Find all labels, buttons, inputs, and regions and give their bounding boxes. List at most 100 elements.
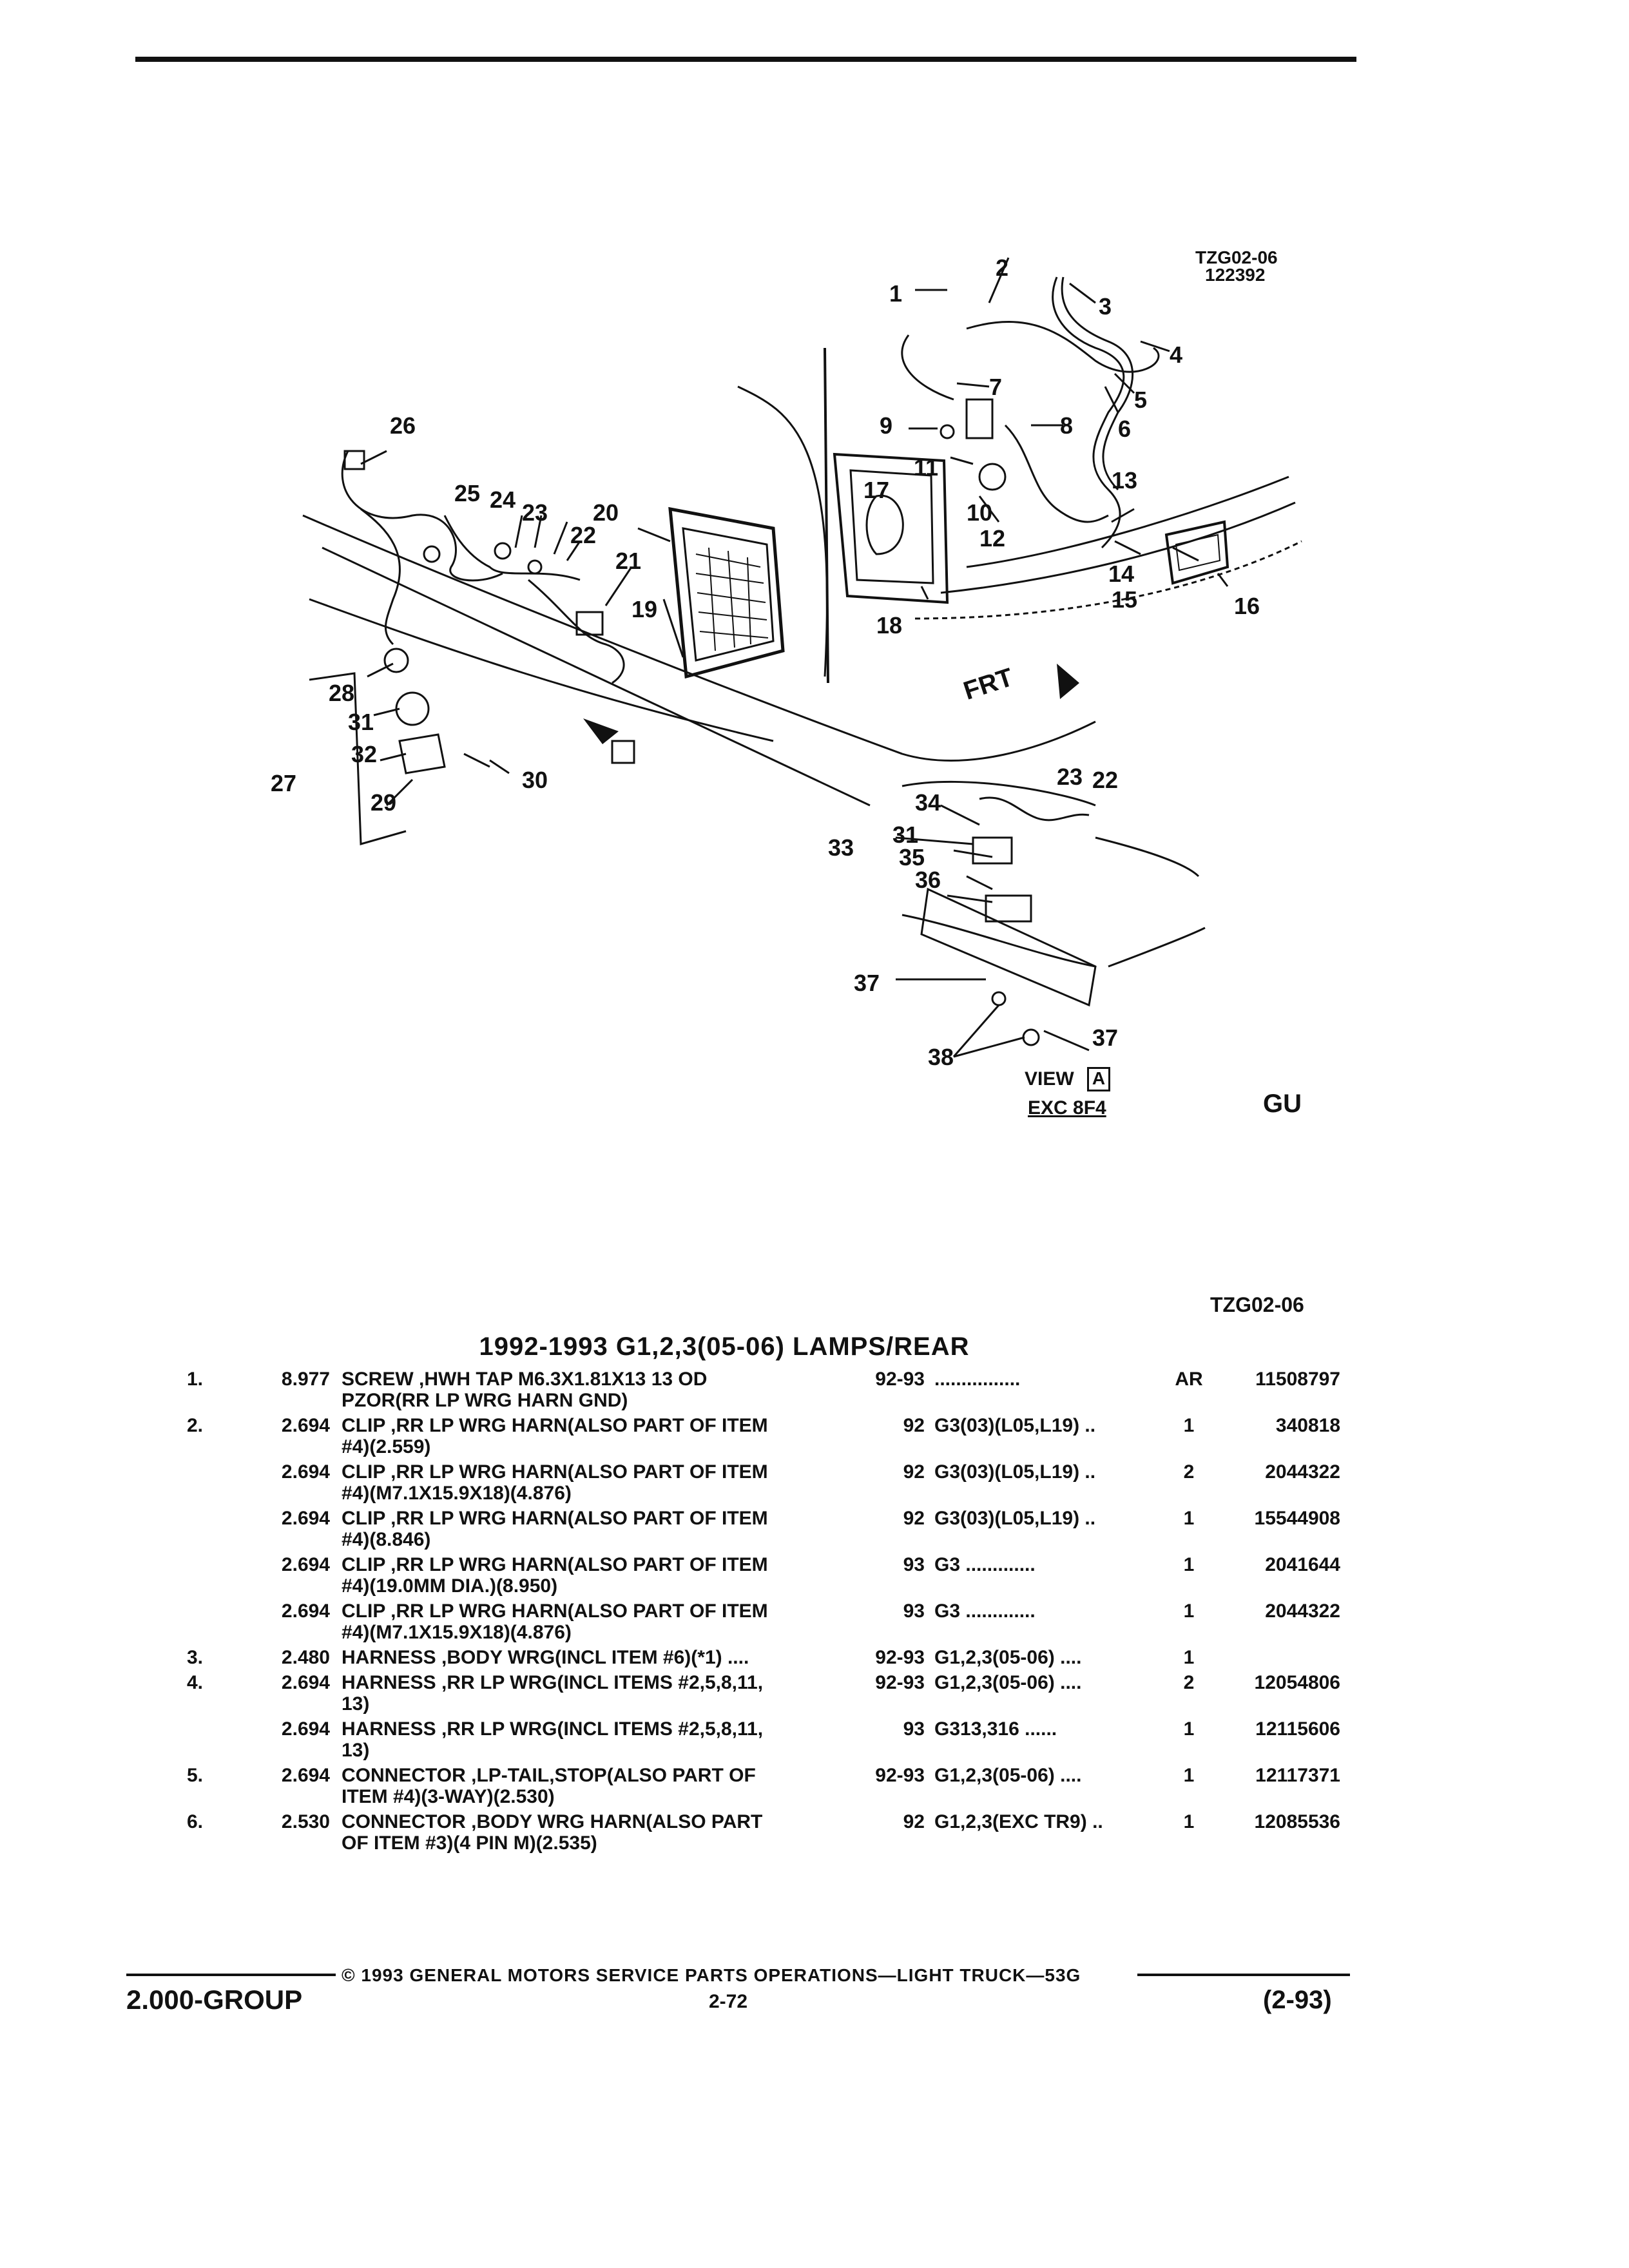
desc-line-1: ,LP-TAIL,STOP(ALSO PART OF xyxy=(465,1765,756,1786)
group-number: 2.694 xyxy=(281,1600,330,1622)
parts-list: 1. 8.977 92-93 ................ AR 11508… xyxy=(187,1369,1360,1858)
desc-line-1: ,HWH TAP M6.3X1.81X13 13 OD xyxy=(413,1369,708,1390)
callout-7: 7 xyxy=(989,374,1003,400)
page-title: 1992-1993 G1,2,3(05-06) LAMPS/REAR xyxy=(0,1332,1629,1361)
callout-30: 30 xyxy=(522,767,548,793)
callout-32: 32 xyxy=(351,741,378,767)
desc-line-2: #4)(19.0MM DIA.)(8.950) xyxy=(342,1575,558,1597)
parts-row: 2.694 92 G3(03)(L05,L19) .. 1 15544908 C… xyxy=(187,1508,1360,1550)
part-number: 340818 xyxy=(1275,1415,1340,1436)
callout-8: 8 xyxy=(1060,412,1074,439)
callout-18: 18 xyxy=(876,612,903,639)
callout-15: 15 xyxy=(1112,586,1138,613)
desc-line-1: ,RR LP WRG HARN(ALSO PART OF ITEM xyxy=(385,1600,768,1622)
item-number: 5. xyxy=(187,1765,204,1786)
part-name: CONNECTOR xyxy=(342,1811,466,1832)
group-number: 2.694 xyxy=(281,1461,330,1483)
part-name: CLIP xyxy=(342,1508,385,1529)
part-name: CONNECTOR xyxy=(342,1765,466,1786)
part-name: CLIP xyxy=(342,1461,385,1483)
top-rule xyxy=(135,57,1356,62)
part-number: 2044322 xyxy=(1265,1600,1340,1622)
parts-row: 2. 2.694 92 G3(03)(L05,L19) .. 1 340818 … xyxy=(187,1415,1360,1457)
model: G1,2,3(05-06) .... xyxy=(934,1672,1082,1693)
quantity: 1 xyxy=(1183,1415,1195,1436)
quantity: 1 xyxy=(1183,1600,1195,1622)
parts-row: 5. 2.694 92-93 G1,2,3(05-06) .... 1 1211… xyxy=(187,1765,1360,1807)
parts-row: 2.694 92 G3(03)(L05,L19) .. 2 2044322 CL… xyxy=(187,1461,1360,1504)
group-number: 2.694 xyxy=(281,1508,330,1529)
model: G3 ............. xyxy=(934,1600,1036,1622)
callout-2: 2 xyxy=(996,255,1009,281)
desc-line-1: ,BODY WRG HARN(ALSO PART xyxy=(465,1811,763,1832)
illustration-date: 122392 xyxy=(1205,265,1266,285)
callout-10: 10 xyxy=(967,499,993,526)
desc-line-1: ,RR LP WRG HARN(ALSO PART OF ITEM xyxy=(385,1461,768,1483)
quantity: 1 xyxy=(1183,1718,1195,1740)
model: G3(03)(L05,L19) .. xyxy=(934,1461,1096,1483)
callout-22: 22 xyxy=(570,522,597,548)
desc-line-1: ,RR LP WRG(INCL ITEMS #2,5,8,11, xyxy=(436,1718,764,1740)
quantity: 1 xyxy=(1183,1811,1195,1832)
parts-row: 6. 2.530 92 G1,2,3(EXC TR9) .. 1 1208553… xyxy=(187,1811,1360,1854)
footer-group: 2.000-GROUP xyxy=(126,1984,303,2015)
year: 92 xyxy=(903,1508,925,1529)
callout-36: 36 xyxy=(915,867,941,893)
caption-code: TZG02-06 xyxy=(1210,1293,1304,1316)
group-number: 2.694 xyxy=(281,1672,330,1693)
desc-line-2: #4)(M7.1X15.9X18)(4.876) xyxy=(342,1483,572,1504)
desc-line-2: 13) xyxy=(342,1693,370,1715)
model: G313,316 ...... xyxy=(934,1718,1057,1740)
callout-1: 1 xyxy=(889,280,903,307)
callout-13: 13 xyxy=(1112,467,1138,494)
year: 92 xyxy=(903,1461,925,1483)
model: G1,2,3(EXC TR9) .. xyxy=(934,1811,1103,1832)
parts-row: 2.694 93 G3 ............. 1 2044322 CLIP… xyxy=(187,1600,1360,1643)
quantity: 1 xyxy=(1183,1765,1195,1786)
item-number: 6. xyxy=(187,1811,204,1832)
model: G1,2,3(05-06) .... xyxy=(934,1647,1082,1668)
desc-line-1: ,RR LP WRG HARN(ALSO PART OF ITEM xyxy=(385,1415,768,1436)
desc-line-2: #4)(2.559) xyxy=(342,1436,431,1457)
callout-6: 6 xyxy=(1118,416,1132,442)
gm-logo-mark: GU xyxy=(1263,1090,1302,1118)
quantity: 2 xyxy=(1183,1672,1195,1693)
callout-31: 31 xyxy=(348,709,374,735)
parts-row: 1. 8.977 92-93 ................ AR 11508… xyxy=(187,1369,1360,1411)
parts-row: 3. 2.480 92-93 G1,2,3(05-06) .... 1 HARN… xyxy=(187,1647,1360,1668)
description: HARNESS ,BODY WRG(INCL ITEM #6)(*1) .... xyxy=(342,1647,857,1668)
view-label: VIEW xyxy=(1025,1068,1074,1090)
description: CLIP ,RR LP WRG HARN(ALSO PART OF ITEM#4… xyxy=(342,1508,857,1550)
part-number: 12054806 xyxy=(1254,1672,1340,1693)
callout-20: 20 xyxy=(593,499,619,526)
model: G1,2,3(05-06) .... xyxy=(934,1765,1082,1786)
callout-17: 17 xyxy=(863,477,890,503)
callout-25: 25 xyxy=(454,480,481,506)
desc-line-2: ITEM #4)(3-WAY)(2.530) xyxy=(342,1786,555,1807)
group-number: 2.694 xyxy=(281,1554,330,1575)
quantity: AR xyxy=(1175,1369,1203,1390)
callout-34: 34 xyxy=(915,789,941,816)
callout-26: 26 xyxy=(390,412,416,439)
desc-line-2: 13) xyxy=(342,1740,370,1761)
quantity: 1 xyxy=(1183,1508,1195,1529)
callout-31-inset: 31 xyxy=(892,822,919,848)
callout-28: 28 xyxy=(329,680,355,706)
group-number: 2.694 xyxy=(281,1415,330,1436)
callout-12: 12 xyxy=(979,525,1006,552)
callout-37-left: 37 xyxy=(854,970,880,996)
callout-23-inset: 23 xyxy=(1057,764,1083,790)
part-number: 2041644 xyxy=(1265,1554,1340,1575)
parts-row: 2.694 93 G3 ............. 1 2041644 CLIP… xyxy=(187,1554,1360,1597)
footer-rule-left xyxy=(126,1974,336,1976)
part-name: CLIP xyxy=(342,1415,385,1436)
callout-19: 19 xyxy=(631,596,658,622)
desc-line-2: PZOR(RR LP WRG HARN GND) xyxy=(342,1390,628,1411)
desc-line-2: #4)(8.846) xyxy=(342,1529,431,1550)
model: G3 ............. xyxy=(934,1554,1036,1575)
group-number: 8.977 xyxy=(281,1369,330,1390)
year: 92-93 xyxy=(875,1765,925,1786)
callout-37-right: 37 xyxy=(1092,1024,1119,1051)
page-title-text: 1992-1993 G1,2,3(05-06) LAMPS/REAR xyxy=(479,1332,970,1361)
